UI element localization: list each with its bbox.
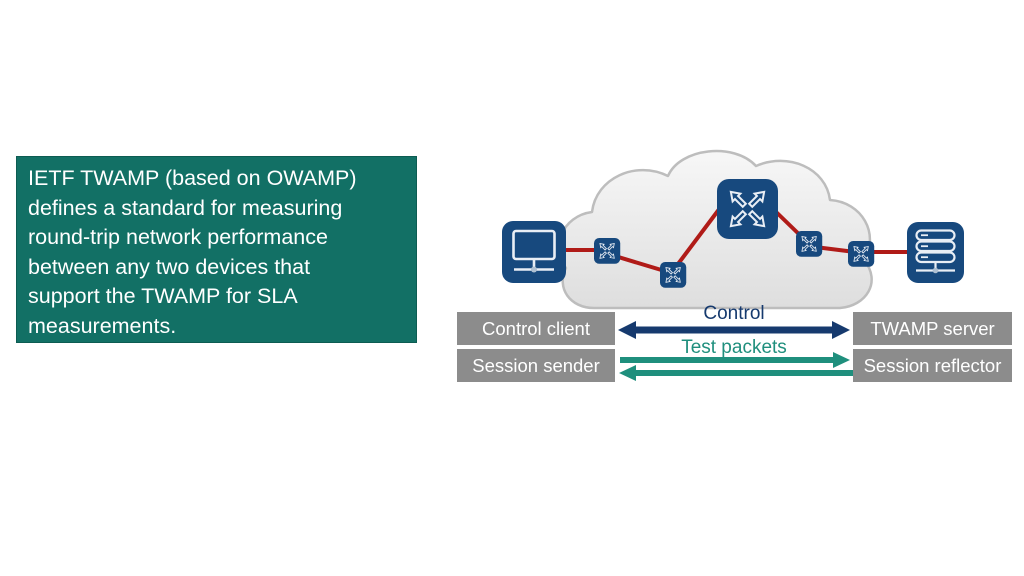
session-reflector-label: Session reflector [853,349,1012,382]
control-arrow [618,321,850,339]
callout-line: measurements. [28,313,177,338]
control-client-label: Control client [457,312,615,345]
switch-icon [660,262,686,288]
session-sender-label: Session sender [457,349,615,382]
control-flow-label: Control [703,303,765,324]
test-packets-arrow-return [619,365,856,381]
switch-icon [594,238,620,264]
description-callout: IETF TWAMP (based on OWAMP) defines a st… [16,156,417,343]
router-icon [717,179,778,239]
test-packets-flow-label: Test packets [681,337,787,358]
switch-icon [796,231,822,257]
cloud-shape [557,149,873,310]
callout-line: round-trip network performance [28,225,328,249]
callout-line: between any two devices that [28,254,311,279]
callout-line: IETF TWAMP (based on OWAMP) [28,166,357,190]
monitor-icon [502,221,566,283]
callout-line: support the TWAMP for SLA [28,284,298,308]
switch-icon [848,241,874,267]
twamp-server-label: TWAMP server [853,312,1012,345]
callout-line: defines a standard for measuring [28,195,343,220]
test-packets-arrow-forward [620,352,850,368]
server-icon [907,222,964,283]
